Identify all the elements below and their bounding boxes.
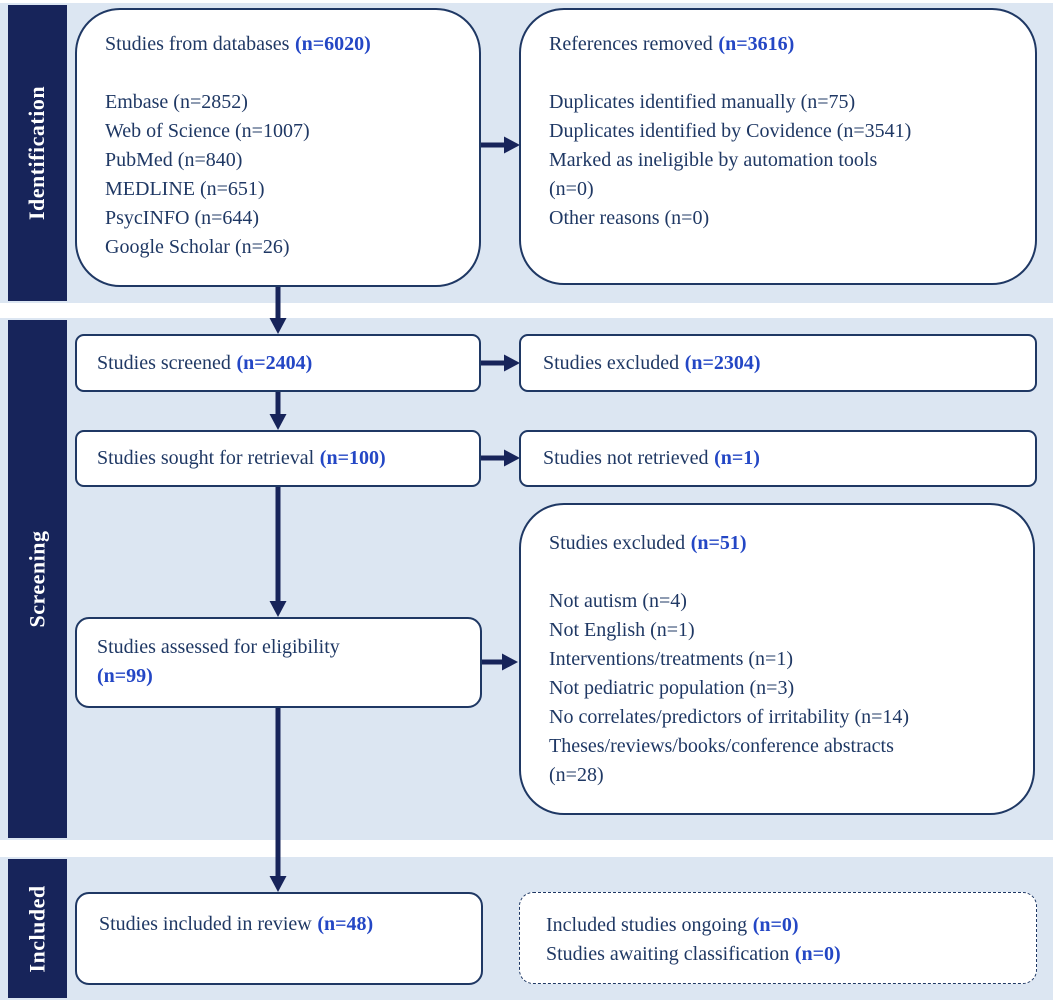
reason-line: Other reasons (n=0) [549,207,710,229]
database-line: Google Scholar (n=26) [105,236,290,258]
box-title: Studies excluded(n=2304) [543,351,761,374]
box-title: Studies excluded(n=51) [549,532,747,554]
count-badge: (n=100) [319,447,386,469]
section-label-text: Screening [24,530,50,628]
section-label-text: Included [24,884,50,973]
count-badge: (n=99) [97,665,153,687]
section-label-included: Included [8,859,67,998]
section-label-text: Identification [24,85,50,221]
reason-line: Not autism (n=4) [549,590,687,612]
section-label-identification: Identification [8,5,67,301]
box-title: References removed(n=3616) [549,33,795,55]
box-studies-excluded-eligibility: Studies excluded(n=51) Not autism (n=4) … [519,503,1035,815]
count-badge: (n=2404) [236,351,313,374]
box-studies-from-databases: Studies from databases(n=6020) Embase (n… [75,8,481,287]
count-badge: (n=48) [317,913,374,935]
box-title: Studies assessed for eligibility [97,636,340,658]
box-ongoing-awaiting: Included studies ongoing(n=0) Studies aw… [519,892,1037,984]
box-references-removed: References removed(n=3616) Duplicates id… [519,8,1037,285]
count-badge: (n=1) [714,447,760,469]
ongoing-line: Included studies ongoing(n=0) [546,914,799,936]
section-label-screening: Screening [8,320,67,838]
reason-line: Not pediatric population (n=3) [549,677,795,699]
count-badge: (n=2304) [684,351,761,374]
box-studies-screened: Studies screened(n=2404) [75,334,481,392]
count-badge: (n=3616) [718,33,795,55]
box-studies-assessed-eligibility: Studies assessed for eligibility (n=99) [75,617,482,708]
count-badge: (n=0) [794,943,841,965]
box-title: Studies included in review(n=48) [99,913,374,935]
reason-line: (n=0) [549,178,594,200]
database-line: PubMed (n=840) [105,149,243,171]
count-badge: (n=6020) [295,33,371,55]
count-badge: (n=51) [690,532,747,554]
box-studies-sought-retrieval: Studies sought for retrieval(n=100) [75,430,481,487]
box-studies-excluded-screening: Studies excluded(n=2304) [519,334,1037,392]
reason-line: Duplicates identified by Covidence (n=35… [549,120,912,142]
box-title: Studies not retrieved(n=1) [543,447,760,469]
box-studies-included-review: Studies included in review(n=48) [75,892,483,985]
awaiting-line: Studies awaiting classification(n=0) [546,943,841,965]
database-line: Embase (n=2852) [105,91,248,113]
database-line: MEDLINE (n=651) [105,178,265,200]
reason-line: Theses/reviews/books/conference abstract… [549,735,894,757]
reason-line: Interventions/treatments (n=1) [549,648,793,670]
database-line: Web of Science (n=1007) [105,120,310,142]
box-studies-not-retrieved: Studies not retrieved(n=1) [519,430,1037,487]
reason-line: Duplicates identified manually (n=75) [549,91,856,113]
database-line: PsycINFO (n=644) [105,207,260,229]
reason-line: No correlates/predictors of irritability… [549,706,910,728]
box-title: Studies screened(n=2404) [97,351,313,374]
box-title: Studies sought for retrieval(n=100) [97,447,386,469]
reason-line: Marked as ineligible by automation tools [549,149,878,171]
reason-line: (n=28) [549,764,604,786]
count-badge: (n=0) [752,914,799,936]
reason-line: Not English (n=1) [549,619,695,641]
box-title: Studies from databases(n=6020) [105,33,371,55]
